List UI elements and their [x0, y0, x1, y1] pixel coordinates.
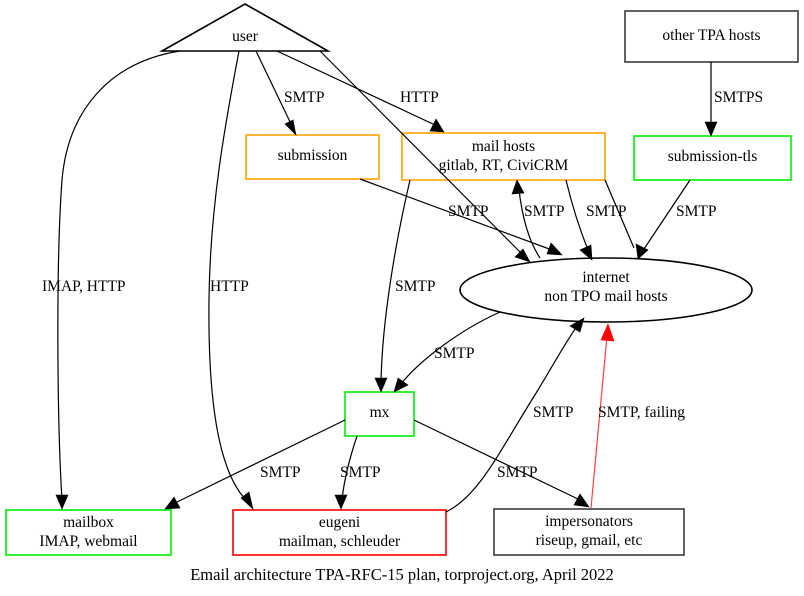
edge-mx-mailbox	[174, 419, 346, 504]
edge-label-user-eugeni: HTTP	[210, 278, 249, 295]
node-mail-hosts-shape[interactable]	[401, 132, 606, 181]
edge-eugeni-internet-arrow	[569, 317, 585, 333]
edge-impersonators-internet	[590, 335, 608, 509]
node-mx-shape[interactable]	[344, 391, 415, 437]
edge-mail-hosts-mx-arrow	[374, 377, 388, 393]
node-submission-shape[interactable]	[245, 134, 380, 180]
edge-label-internet-mx: SMTP	[434, 345, 475, 362]
edge-submission-internet	[359, 178, 553, 251]
edge-user-mailbox	[57, 50, 181, 501]
edge-mx-mailbox-arrow	[164, 496, 181, 510]
edge-user-mail-hosts-arrow	[429, 118, 445, 133]
node-other-tpa-hosts-shape[interactable]	[624, 10, 799, 63]
node-internet-shape[interactable]	[459, 257, 753, 323]
edge-user-internet	[319, 50, 521, 253]
edge-eugeni-internet	[445, 324, 579, 513]
edge-user-submission-arrow	[284, 119, 297, 136]
edge-internet-mail-hosts	[518, 189, 541, 259]
edge-label-smtp-failing: SMTP, failing	[598, 404, 685, 421]
edge-user-submission	[255, 50, 293, 127]
edge-other-tpa-hosts-submission-tls-arrow	[704, 121, 718, 137]
edge-mx-impersonators	[413, 419, 581, 501]
edge-mx-eugeni	[341, 435, 358, 501]
node-impersonators-shape[interactable]	[493, 508, 685, 556]
edge-mail-hosts-mx	[380, 179, 411, 384]
edge-label-mx-mailbox: SMTP	[260, 464, 301, 481]
edge-label-mail-hosts-internet-a: SMTP	[524, 203, 565, 220]
edge-internet-mail-hosts-arrow	[511, 179, 525, 195]
edge-submission-tls-internet-arrow	[635, 243, 649, 260]
edge-label-mx-impersonators: SMTP	[497, 464, 538, 481]
node-eugeni-shape[interactable]	[232, 509, 447, 556]
edge-label-submission-tls-internet: SMTP	[676, 203, 717, 220]
edge-internet-mx	[399, 311, 501, 386]
edge-label-user-submission: SMTP	[284, 89, 325, 106]
edge-label-imap-http: IMAP, HTTP	[42, 278, 126, 295]
edge-mail-hosts-internet-a	[565, 179, 589, 251]
node-user-shape[interactable]	[158, 3, 332, 52]
edge-label-smtps: SMTPS	[714, 89, 764, 106]
edge-mail-hosts-internet-a-arrow	[579, 244, 593, 261]
edge-mx-impersonators-arrow	[573, 493, 590, 508]
edge-submission-tls-internet	[643, 179, 691, 250]
edge-label-mail-hosts-mx: SMTP	[395, 278, 436, 295]
edge-submission-internet-arrow	[546, 242, 563, 256]
edge-user-internet-arrow	[514, 248, 531, 263]
edge-impersonators-internet-arrow	[600, 323, 615, 342]
edge-internet-mx-arrow	[393, 377, 409, 393]
edge-label-mx-eugeni: SMTP	[340, 464, 381, 481]
edge-label-user-mail-hosts: HTTP	[400, 89, 439, 106]
edge-user-eugeni-arrow	[240, 491, 254, 510]
node-submission-tls-shape[interactable]	[633, 135, 792, 181]
edge-label-mail-hosts-internet-b: SMTP	[586, 203, 627, 220]
edge-user-mailbox-arrow	[55, 494, 69, 510]
edge-user-eugeni	[208, 50, 248, 502]
node-mailbox-shape[interactable]	[5, 509, 172, 556]
edge-label-eugeni-internet: SMTP	[533, 404, 574, 421]
edge-label-internet-mail-hosts: SMTP	[448, 203, 489, 220]
diagram-caption: Email architecture TPA-RFC-15 plan, torp…	[190, 565, 614, 584]
edge-mx-eugeni-arrow	[334, 494, 348, 510]
edge-mail-hosts-internet-b	[604, 179, 635, 249]
